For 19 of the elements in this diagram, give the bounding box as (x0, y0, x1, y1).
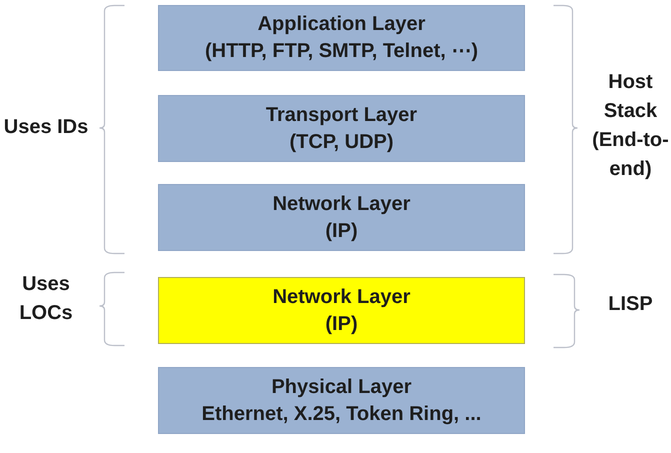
layer-title: Network Layer (272, 284, 410, 310)
bracket-label: Host Stack (End-to-end) (591, 70, 670, 182)
protocol-list: Ethernet, X.25, Token Ring, ... (202, 400, 482, 428)
protocol-list: (TCP, UDP) (289, 128, 394, 156)
bracket-label: LISP (607, 292, 654, 317)
protocol-list: (HTTP, FTP, SMTP, Telnet, ⋯) (205, 38, 478, 65)
layer-box (158, 184, 525, 251)
bracket-label: Uses IDs (2, 115, 90, 140)
protocol-list: (IP) (325, 310, 358, 338)
layer-title: Transport Layer (266, 102, 418, 128)
layer-box (158, 5, 525, 71)
protocol-list: (IP) (325, 218, 358, 244)
layer-box (158, 277, 525, 344)
layer-title: Application Layer (258, 12, 426, 37)
bracket-label: Uses LOCs (18, 272, 74, 326)
layer-title: Network Layer (272, 192, 410, 216)
layer-title: Physical Layer (271, 374, 412, 400)
layer-box (158, 367, 525, 434)
layer-box (158, 95, 525, 162)
